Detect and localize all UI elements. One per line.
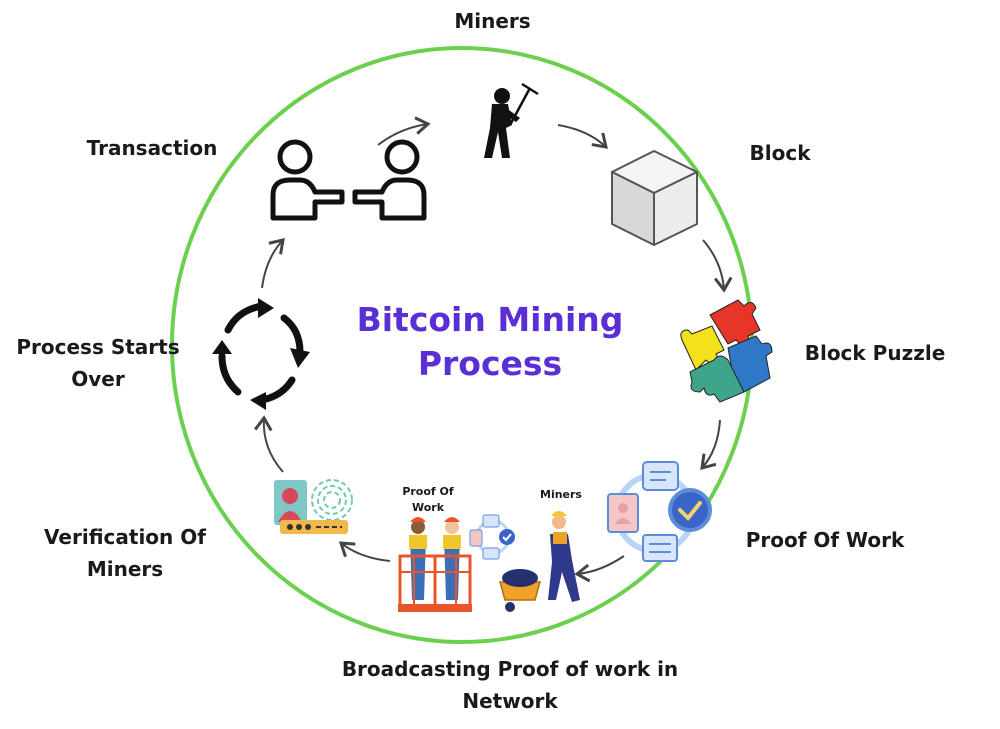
small-verification-icon: [469, 514, 515, 560]
cycle-arrowheads: [212, 298, 310, 410]
label-block-puzzle: Block Puzzle: [804, 341, 946, 365]
arrow-broadcast-to-verify: [338, 541, 391, 562]
puzzle-pieces-icon: [680, 299, 773, 403]
label-broadcasting-line2: Network: [462, 689, 558, 713]
inner-label-proof-of-work-line2: Work: [411, 501, 445, 514]
title-line1: Bitcoin Mining: [356, 300, 624, 339]
arrow-block-to-puzzle: [702, 239, 733, 293]
label-process-starts-line1: Process Starts: [16, 335, 180, 359]
arrow-miners-to-block: [557, 124, 608, 149]
miner-wheelbarrow-icon: [499, 511, 580, 612]
verification-cycle-icon: [607, 461, 712, 562]
diagram-title: Bitcoin Mining Process: [330, 298, 650, 386]
label-broadcasting-line1: Broadcasting Proof of work in: [341, 657, 679, 681]
label-verification-line2: Miners: [86, 557, 164, 581]
fingerprint-id-icon: [274, 479, 353, 534]
title-line2: Process: [417, 344, 563, 383]
handshake-people-icon: [270, 139, 427, 221]
arrow-transaction-to-miners: [377, 116, 431, 146]
arrow-verify-to-restart: [254, 415, 284, 473]
inner-label-proof-of-work-line1: Proof Of: [402, 485, 454, 498]
arrow-restart-to-transaction: [261, 238, 285, 289]
label-process-starts-line2: Over: [71, 367, 125, 391]
arrow-proof-to-miners: [574, 555, 625, 583]
arrow-puzzle-to-proof: [700, 419, 721, 471]
label-proof-of-work: Proof Of Work: [745, 528, 905, 552]
label-miners: Miners: [454, 9, 531, 33]
workers-icon: [398, 517, 472, 612]
label-transaction: Transaction: [86, 136, 218, 160]
inner-label-miners: Miners: [540, 488, 582, 501]
cube-icon: [611, 150, 698, 246]
miner-with-pickaxe-icon: [484, 82, 539, 158]
label-block: Block: [749, 141, 811, 165]
cycle-arrows-icon: [218, 302, 304, 404]
label-verification-line1: Verification Of: [44, 525, 206, 549]
